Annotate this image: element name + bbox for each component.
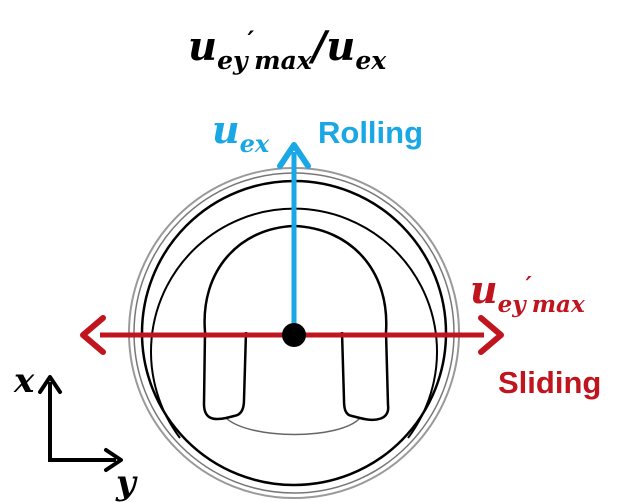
x-axis-arrow-head [38,375,62,394]
sliding-arrow-head-left [80,315,106,355]
rolling-arrow-head [277,142,311,169]
inner-shape-bottom [225,417,361,436]
rolling-symbol: uex [212,107,270,158]
y-axis-arrow-head [104,448,123,472]
rolling-arrow [277,142,311,335]
coordinate-axes: x y [13,361,138,502]
inner-shape [202,224,390,422]
sliding-arrow-head-right [478,315,504,355]
rolling-label: Rolling [318,115,423,150]
center-point [282,323,306,347]
title-formula: uey′max/uex [188,23,387,75]
x-axis-label: x [13,361,35,401]
sliding-symbol: uey′max [470,267,585,318]
y-axis-label: y [115,463,138,502]
sliding-label: Sliding [498,365,601,400]
